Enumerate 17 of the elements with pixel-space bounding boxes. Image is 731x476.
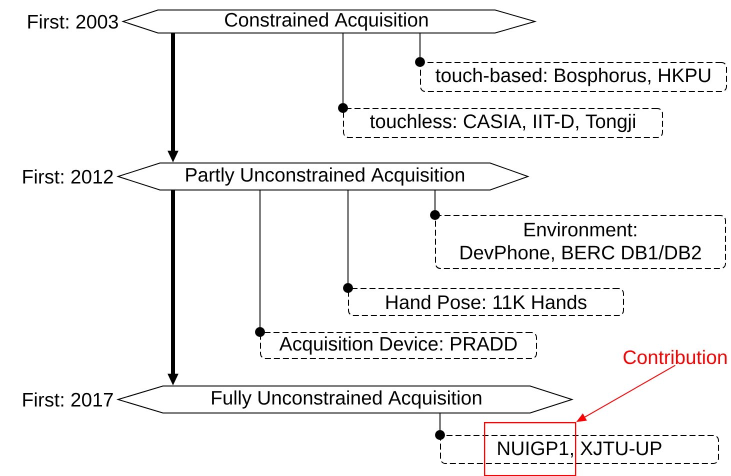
dataset-box: Hand Pose: 11K Hands (348, 288, 624, 316)
connector (435, 412, 445, 440)
callout-text: Contribution (624, 350, 727, 364)
year-label: First: 2003 (28, 14, 118, 29)
connector (415, 32, 425, 67)
connector (255, 190, 265, 337)
dataset-box: touch-based: Bosphorus, HKPU (420, 62, 727, 92)
dataset-box: touchless: CASIA, IIT-D, Tongji (343, 108, 663, 138)
year-label: First: 2017 (23, 392, 113, 407)
highlight-box (484, 422, 576, 476)
dataset-box: NUIGP1, XJTU-UP (440, 435, 719, 464)
connector (338, 32, 348, 113)
dataset-box: Environment: DevPhone, BERC DB1/DB2 (435, 215, 726, 269)
year-label: First: 2012 (23, 169, 113, 184)
connector (343, 190, 353, 293)
dataset-box: Acquisition Device: PRADD (260, 332, 537, 359)
connector (430, 190, 440, 220)
